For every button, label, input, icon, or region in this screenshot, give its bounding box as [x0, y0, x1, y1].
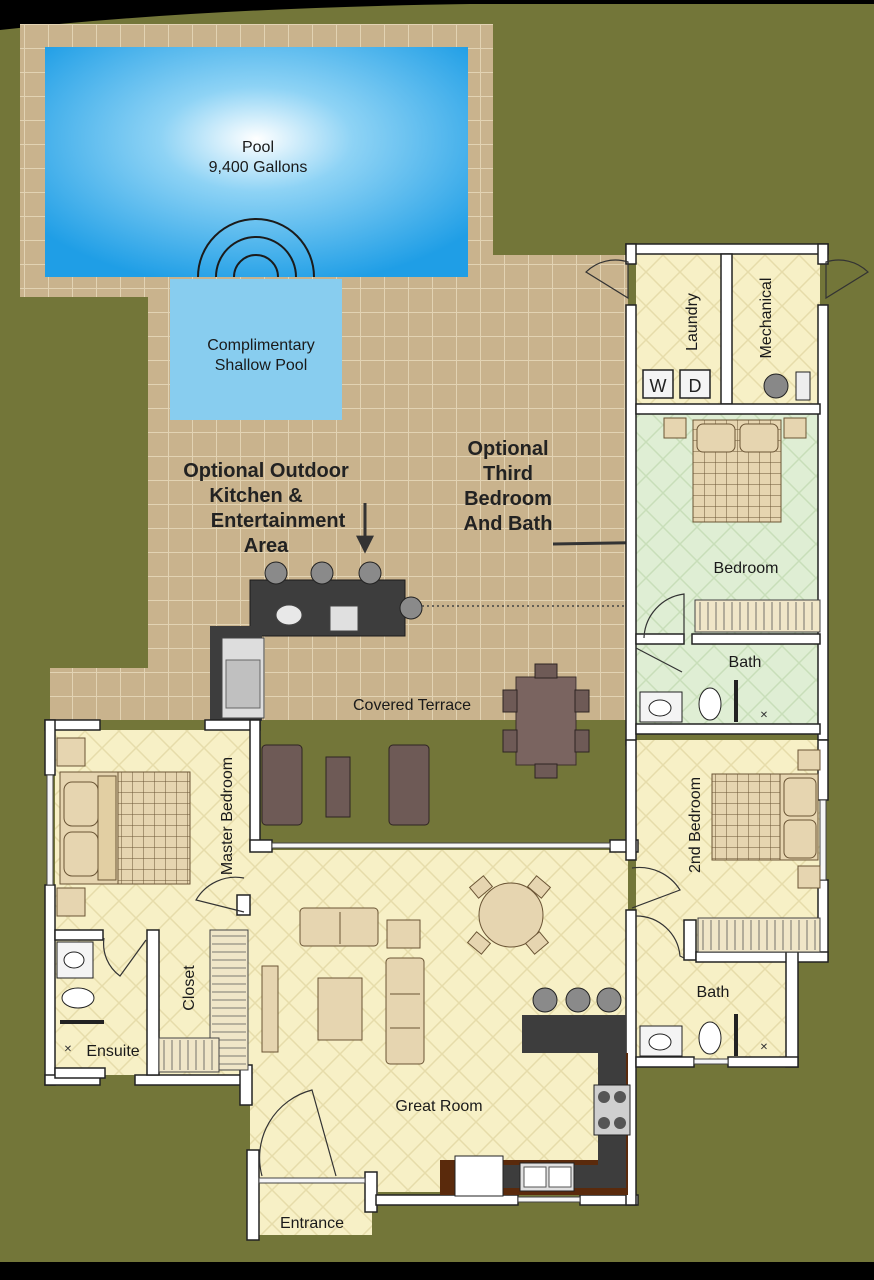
water-heater	[763, 371, 811, 401]
pool-steps	[197, 218, 315, 278]
lower-bath-label: Bath	[697, 984, 730, 1001]
lower-bath-door	[635, 915, 685, 959]
outdoor-kitchen-note-2: Kitchen &	[209, 485, 302, 507]
pool	[45, 47, 468, 277]
outdoor-kitchen	[249, 561, 628, 637]
second-bedroom-door	[631, 866, 681, 909]
closet-rails	[158, 929, 249, 1073]
ensuite-door	[103, 937, 147, 977]
ensuite-label: Ensuite	[86, 1043, 139, 1060]
entrance-door	[259, 1089, 337, 1177]
dryer-label: D	[689, 376, 702, 396]
mechanical-label: Mechanical	[758, 278, 775, 359]
master-bedroom-door	[195, 876, 245, 913]
shallow-pool	[170, 279, 342, 420]
third-bedroom-label: Bedroom	[714, 560, 779, 577]
terrace-dining-table	[502, 663, 590, 779]
outdoor-kitchen-note-4: Area	[244, 535, 289, 557]
great-room-dining	[466, 875, 552, 955]
upper-bath-door	[635, 647, 683, 673]
laundry-label: Laundry	[684, 293, 701, 351]
third-bedroom-note-1: Optional	[467, 438, 548, 460]
svg-text:✕: ✕	[760, 710, 768, 721]
washer-label: W	[650, 376, 667, 396]
terrace-lounge	[261, 744, 430, 826]
upper-bath-label: Bath	[729, 654, 762, 671]
master-bed	[56, 737, 191, 917]
dryer: D	[679, 369, 711, 399]
covered-terrace-label: Covered Terrace	[353, 697, 471, 714]
second-bedroom-bed	[697, 749, 821, 953]
great-room-furniture	[261, 907, 425, 1065]
svg-text:✕: ✕	[64, 1044, 72, 1055]
svg-text:✕: ✕	[760, 1042, 768, 1053]
third-bedroom-note-4: And Bath	[464, 513, 553, 535]
windows	[46, 774, 827, 1203]
grill	[210, 626, 265, 721]
main-walls	[44, 719, 829, 1241]
great-room-label: Great Room	[395, 1098, 482, 1115]
upper-bath-fixtures: ✕	[639, 680, 768, 723]
third-bedroom-bed	[663, 417, 821, 633]
pool-volume: 9,400 Gallons	[209, 159, 308, 176]
third-bedroom-note-3: Bedroom	[464, 488, 552, 510]
outdoor-kitchen-note-3: Entertainment	[211, 510, 346, 532]
ensuite-fixtures: ✕	[56, 941, 104, 1055]
master-bedroom-label: Master Bedroom	[219, 757, 236, 875]
kitchen	[440, 987, 631, 1197]
washer: W	[642, 369, 674, 399]
entrance-floor	[250, 1180, 372, 1235]
shallow-pool-label-1: Complimentary	[207, 337, 315, 354]
lower-bath-fixtures: ✕	[639, 1014, 768, 1057]
shallow-pool-label-2: Shallow Pool	[215, 357, 308, 374]
third-bedroom-note-2: Third	[483, 463, 533, 485]
outdoor-kitchen-note-1: Optional Outdoor	[183, 460, 349, 482]
east-gates	[585, 259, 869, 300]
third-bedroom-door	[643, 593, 685, 640]
pool-title: Pool	[242, 139, 274, 156]
closet-label: Closet	[181, 965, 198, 1011]
second-bedroom-label: 2nd Bedroom	[687, 777, 704, 873]
main-house-floor	[55, 730, 628, 1200]
entrance-label: Entrance	[280, 1215, 344, 1232]
east-wing-walls	[625, 243, 829, 746]
